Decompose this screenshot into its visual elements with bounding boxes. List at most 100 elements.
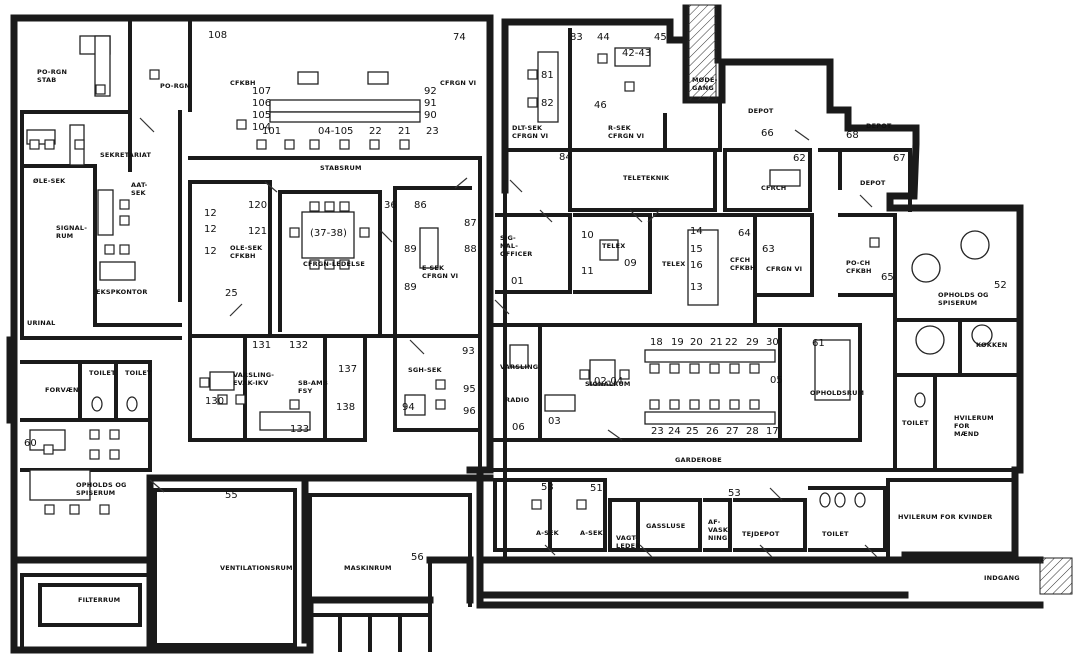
room-number: 23 [651, 426, 664, 437]
room-label-signal-officer: OFFICER [500, 250, 532, 258]
room-label-opholdsrum: OPHOLDSRUM [810, 389, 864, 397]
room-label-a-sek: A-SEK [536, 529, 560, 537]
stairs-entrance [1039, 557, 1073, 595]
chairs [29, 53, 880, 515]
room-label-po-rgn: PO-RGN [160, 82, 190, 90]
room-label-afvaskning: AF- [708, 518, 721, 526]
room-label-hvilerum-maend: HVILERUM [954, 414, 994, 422]
room-label-urinal: URINAL [27, 319, 56, 327]
room-label-varsling: VARSLING- [233, 371, 274, 379]
room-label-tejdepot: TEJDEPOT [742, 530, 780, 538]
room-number: 27 [726, 426, 739, 437]
room-number: 133 [290, 424, 309, 435]
room-label-r-sek: CFRGN VI [608, 132, 644, 140]
room-label-sb-amb: SB-AMB [298, 379, 328, 387]
room-number: (37-38) [310, 228, 347, 239]
room-label-gassluse: GASSLUSE [646, 522, 685, 530]
desk [509, 344, 529, 368]
room-label-ole-sek-cfkbh: CFKBH [230, 252, 256, 260]
room-number: 14 [690, 226, 703, 237]
room-number: 120 [248, 200, 267, 211]
room-number: 92 [424, 86, 437, 97]
room-label-cfrgn-ledelse: CFRGN-LEDELSE [303, 260, 365, 268]
conference-table [269, 99, 421, 113]
desk [367, 71, 389, 85]
room-label-telex-2: TELEX [662, 260, 685, 268]
room-number: 20 [690, 337, 703, 348]
room-label-opholds-left: SPISERUM [76, 489, 115, 497]
room-number: 106 [252, 98, 271, 109]
desk [769, 169, 801, 187]
room-number: 105 [252, 110, 271, 121]
room-number: 21 [710, 337, 723, 348]
room-number: 121 [248, 226, 267, 237]
room-number: 51 [590, 483, 603, 494]
room-label-depot-3: DEPOT [860, 179, 886, 187]
round-table [915, 325, 945, 355]
room-label-varsling: EVAK-IKV [233, 379, 268, 387]
room-number: 55 [225, 490, 238, 501]
room-label-oe-sek: ØLE-SEK [33, 177, 66, 185]
room-label-afvaskning: VASK- [708, 526, 731, 534]
desk [404, 394, 426, 416]
door-swings [139, 117, 878, 558]
room-number: 26 [706, 426, 719, 437]
room-number: 24 [668, 426, 681, 437]
room-number: 74 [453, 32, 466, 43]
room-label-sgh-sek: SGH-SEK [408, 366, 442, 374]
room-label-filterrum: FILTERRUM [78, 596, 120, 604]
room-number: 90 [424, 110, 437, 121]
room-number: 02-04 [594, 376, 623, 387]
room-number: 12 [204, 224, 217, 235]
room-label-hvilerum-maend: MÆND [954, 430, 980, 438]
room-number: 66 [761, 128, 774, 139]
room-label-toilet-4: TOILET [822, 530, 849, 538]
room-label-cfrch: CFRCH [761, 184, 786, 192]
desk [209, 371, 235, 391]
room-label-teleteknik: TELETEKNIK [623, 174, 670, 182]
desk [537, 51, 559, 123]
room-label-signalrum-left: SIGNAL- [56, 224, 87, 232]
room-label-toilet-1: TOILET [89, 369, 116, 377]
room-number: 45 [654, 32, 667, 43]
room-label-toilet-2: TOILET [125, 369, 152, 377]
room-number: 84 [559, 152, 572, 163]
room-number: 36 [384, 200, 397, 211]
room-label-vagtleder: VAGT- [616, 534, 638, 542]
room-label-forvaen: FORVÆN [45, 386, 79, 394]
desk [687, 229, 719, 306]
room-number: 06 [512, 422, 525, 433]
room-label-opholds-left: OPHOLDS OG [76, 481, 127, 489]
desk [99, 261, 136, 281]
room-number: 61 [812, 338, 825, 349]
room-number: 95 [463, 384, 476, 395]
room-number: 18 [650, 337, 663, 348]
furniture [26, 35, 993, 558]
stair-hatching [687, 4, 1073, 595]
room-number: 64 [738, 228, 751, 239]
room-number: 132 [289, 340, 308, 351]
room-number: 16 [690, 260, 703, 271]
desk [94, 35, 111, 97]
room-label-radio: RADIO [505, 396, 530, 404]
desk [614, 47, 651, 67]
room-label-toilet-3: TOILET [902, 419, 929, 427]
room-number: 89 [404, 244, 417, 255]
toilet-fixtures [91, 392, 926, 508]
round-table [971, 324, 993, 346]
room-number: 62 [793, 153, 806, 164]
room-number: 22 [369, 126, 382, 137]
room-label-modeganb: GANG [692, 84, 714, 92]
room-number: 03 [548, 416, 561, 427]
room-number: 42-43 [622, 48, 651, 59]
room-label-signalrum: SIGNALRUM [585, 380, 631, 388]
room-number: 25 [225, 288, 238, 299]
interior-walls [20, 16, 1022, 652]
room-number: 91 [424, 98, 437, 109]
room-label-cfch-cfkbh: CFCH [730, 256, 750, 264]
desk [259, 411, 311, 431]
room-label-aat-sek: AAT- [131, 181, 148, 189]
room-number: 52 [994, 280, 1007, 291]
room-label-depot-1: DEPOT [748, 107, 774, 115]
